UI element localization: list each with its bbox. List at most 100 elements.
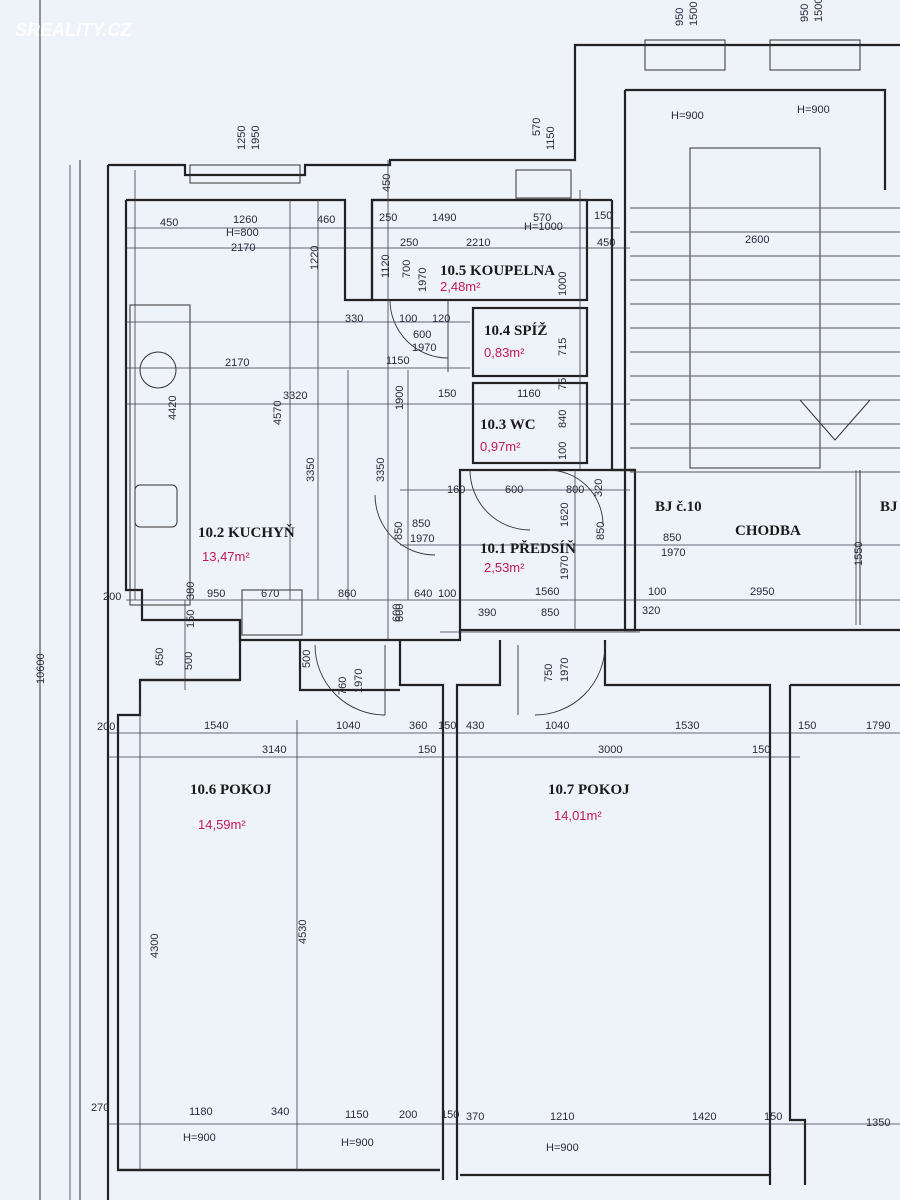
dim-label: 1260 [233, 214, 257, 226]
dim-label: 380 [185, 582, 197, 600]
room-area-wc: 0,97m² [480, 439, 521, 454]
dim-label: 370 [466, 1111, 484, 1123]
stair-top-wall [625, 88, 887, 190]
dim-label: 160 [447, 484, 465, 496]
window-height-label: H=800 [226, 227, 259, 239]
dim-label: 2950 [750, 586, 774, 598]
dim-label: 3320 [283, 390, 307, 402]
dim-label: 850 [412, 518, 430, 530]
dim-label: 800 [566, 484, 584, 496]
dim-label: 750 [543, 664, 555, 682]
room-name-pokoj6: 10.6 POKOJ [190, 782, 272, 798]
predsin-walls [458, 468, 637, 632]
dim-label: 850 [595, 522, 607, 540]
dim-label: 1150 [545, 126, 557, 150]
window-bath [515, 169, 572, 199]
dim-label: 150 [438, 720, 456, 732]
window-height-label: H=1000 [524, 221, 563, 233]
dim-label: 100 [648, 586, 666, 598]
dim-label: 1560 [535, 586, 559, 598]
dim-label: 250 [379, 212, 397, 224]
dim-label: 1040 [336, 720, 360, 732]
dim-label: 100 [557, 442, 569, 460]
dim-label: 1970 [410, 533, 434, 545]
window-stair-2 [769, 39, 861, 71]
dim-label: 1540 [204, 720, 228, 732]
dim-label: 1530 [675, 720, 699, 732]
dim-label: 120 [432, 313, 450, 325]
dim-label: 3000 [598, 744, 622, 756]
dim-label: 150 [418, 744, 436, 756]
dim-label: 850 [541, 607, 559, 619]
unit-label-partial: BJ [880, 499, 898, 515]
dim-label: 100 [399, 313, 417, 325]
dim-label: 200 [399, 1109, 417, 1121]
room-area-spiz: 0,83m² [484, 345, 525, 360]
dim-label: 1220 [309, 246, 321, 270]
dim-label: 460 [317, 214, 335, 226]
dim-label: 1040 [545, 720, 569, 732]
dim-label: 390 [478, 607, 496, 619]
dim-label: 500 [183, 652, 195, 670]
dim-label: 600 [413, 329, 431, 341]
dim-label: 1790 [866, 720, 890, 732]
room-area-pokoj7: 14,01m² [554, 808, 602, 823]
room-name-spiz: 10.4 SPÍŽ [484, 322, 547, 339]
window-stair-1 [644, 39, 726, 71]
dim-label: 200 [97, 721, 115, 733]
dim-label: 2170 [225, 357, 249, 369]
dim-label: 250 [400, 237, 418, 249]
dim-label: 650 [154, 648, 166, 666]
dim-label: 1620 [559, 503, 571, 527]
pokoj6-right-wall [398, 640, 445, 1180]
dim-label: 4300 [149, 934, 161, 958]
watermark: SREALITY.CZ [15, 20, 132, 40]
dimension-labels-vertical: 1250 1950 570 1150 950 1500 950 1500 450… [35, 0, 865, 958]
dim-label: 450 [597, 237, 615, 249]
dim-label: 1500 [688, 2, 700, 26]
dimension-lines [69, 160, 900, 1200]
dim-label: 1350 [866, 1117, 890, 1129]
dim-label: 860 [338, 588, 356, 600]
dim-label: 1490 [432, 212, 456, 224]
dim-label: 2210 [466, 237, 490, 249]
dim-label: 3350 [305, 458, 317, 482]
dim-label: 950 [207, 588, 225, 600]
dim-label: 1970 [417, 268, 429, 292]
dim-label: 570 [531, 118, 543, 136]
room-area-predsin: 2,53m² [484, 560, 525, 575]
dim-label: 150 [441, 1109, 459, 1121]
dim-label: 2170 [231, 242, 255, 254]
dim-label: 600 [394, 604, 406, 622]
dim-label: 1950 [250, 126, 262, 150]
dim-label: 1250 [236, 126, 248, 150]
room-area-kuchyn: 13,47m² [202, 549, 250, 564]
room-name-pokoj7: 10.7 POKOJ [548, 782, 630, 798]
room-name-chodba: CHODBA [735, 523, 801, 539]
dim-label: 330 [345, 313, 363, 325]
staircase [630, 147, 900, 625]
dim-label: 75 [557, 378, 569, 390]
room-name-wc: 10.3 WC [480, 417, 536, 433]
dim-label: 1210 [550, 1111, 574, 1123]
window-height-label: H=900 [341, 1137, 374, 1149]
dim-label: 4420 [167, 396, 179, 420]
dim-label: 10600 [35, 653, 47, 684]
pokoj6-top-wall [140, 640, 400, 692]
dim-label: 150 [752, 744, 770, 756]
spiz-walls [471, 306, 589, 378]
dim-label: 150 [594, 210, 612, 222]
dim-label: 950 [799, 4, 811, 22]
dim-label: 850 [663, 532, 681, 544]
window-kitchen [189, 164, 301, 184]
dim-label: 1120 [380, 254, 392, 278]
room-name-kuchyn: 10.2 KUCHYŇ [198, 524, 295, 541]
outer-wall-top [108, 43, 900, 177]
dim-label: 4530 [297, 920, 309, 944]
dim-label: 100 [438, 588, 456, 600]
dim-label: 1500 [813, 0, 825, 22]
dim-label: 1970 [412, 342, 436, 354]
room-area-pokoj6: 14,59m² [198, 817, 246, 832]
